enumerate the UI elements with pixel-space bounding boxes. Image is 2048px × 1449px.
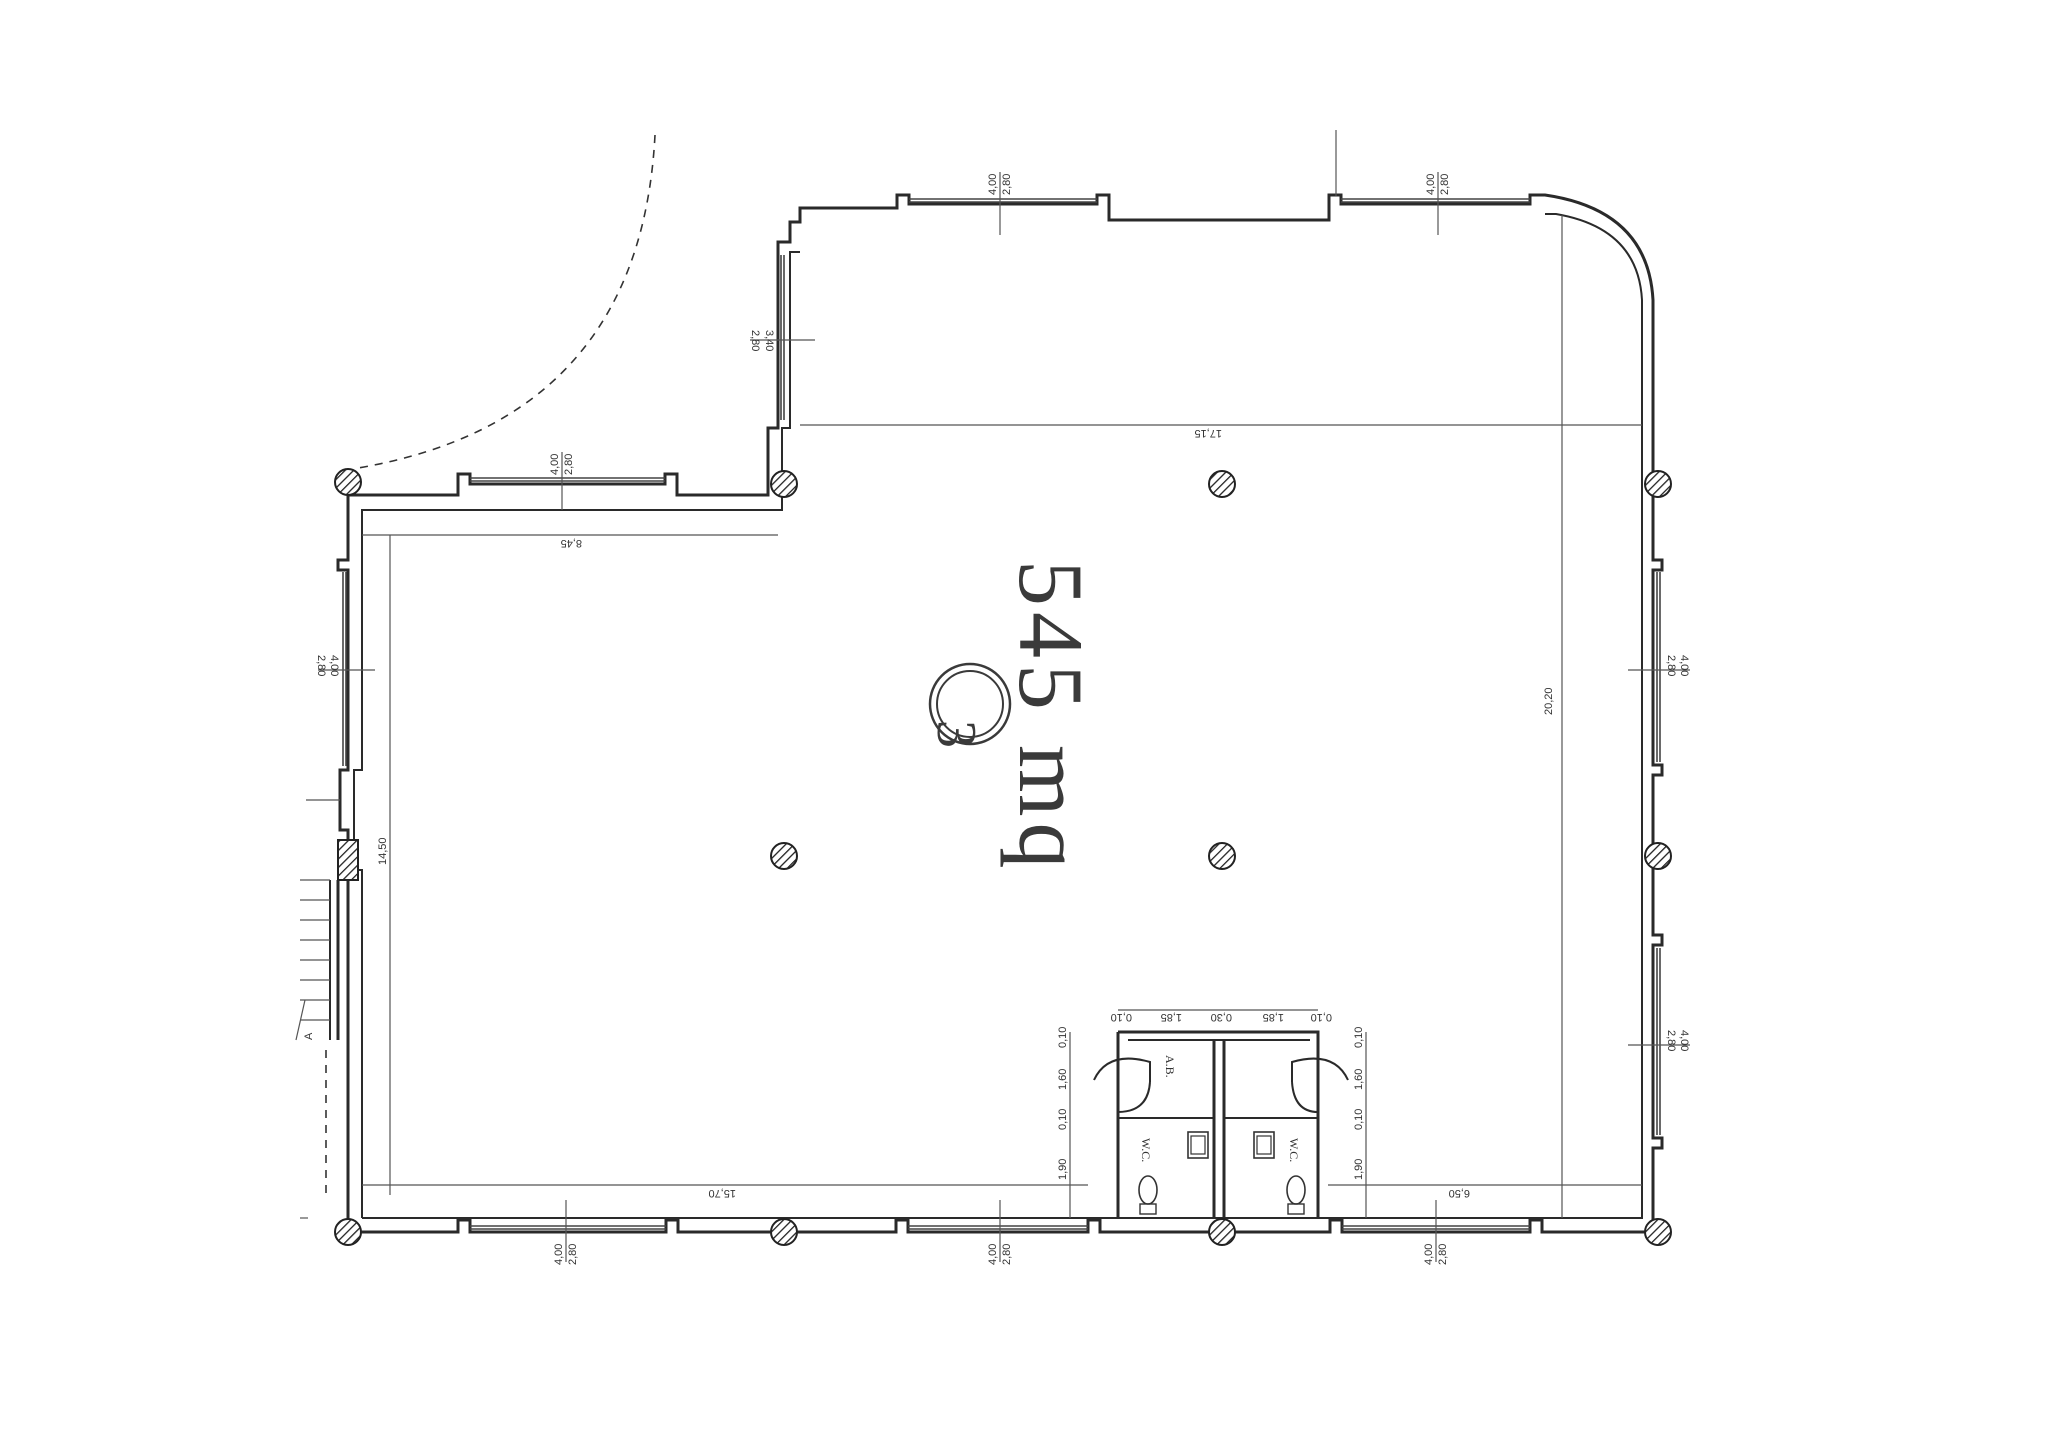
- wc-dim: 0,10: [1057, 1027, 1069, 1048]
- window-height-b: 2,80: [567, 1244, 579, 1265]
- dimension-lines: [300, 130, 1642, 1219]
- window-height-b: 2,80: [563, 454, 575, 475]
- wc-dim: 1,60: [1353, 1069, 1365, 1090]
- window-height-a: 4,00: [549, 454, 561, 475]
- room-number: 3: [925, 720, 987, 754]
- wc-dim: 1,90: [1353, 1159, 1365, 1180]
- dim-height-right: 20,20: [1543, 687, 1555, 715]
- window-height-b: 2,80: [1665, 655, 1677, 676]
- room-wc-right: W.C.: [1287, 1138, 1301, 1162]
- window-height-b: 2,80: [1437, 1244, 1449, 1265]
- window-height-b: 2,80: [1001, 1244, 1013, 1265]
- wc-dim: 1,85: [1161, 1011, 1182, 1023]
- window-tags: 4,00 2,80 4,00 2,80 4,00 2,80 3,40 2,80 …: [315, 172, 1690, 1265]
- room-wc-left: W.C.: [1139, 1138, 1153, 1162]
- wc-left-dims: 0,10 1,60 0,10 1,90: [1057, 1027, 1069, 1180]
- window-height-a: 4,00: [328, 655, 340, 676]
- section-mark: A: [303, 1032, 315, 1040]
- wc-dim: 0,10: [1353, 1109, 1365, 1130]
- window-height-b: 2,80: [1665, 1030, 1677, 1051]
- wc-block: [1069, 1009, 1367, 1218]
- window-height-a: 4,00: [1678, 655, 1690, 676]
- wc-dim: 1,60: [1057, 1069, 1069, 1090]
- dim-width-bottom: 15,70: [708, 1187, 736, 1199]
- window-height-a: 4,00: [987, 1244, 999, 1265]
- wc-dim: 0,30: [1211, 1011, 1232, 1023]
- wc-dim: 0,10: [1353, 1027, 1365, 1048]
- room-antibagno: A.B.: [1163, 1055, 1177, 1078]
- wc-dim: 0,10: [1111, 1011, 1132, 1023]
- window-height-a: 4,00: [553, 1244, 565, 1265]
- window-height-a: 4,00: [1425, 174, 1437, 195]
- window-height-a: 4,00: [987, 174, 999, 195]
- dim-height-left: 14,50: [377, 837, 389, 865]
- window-inset-a: 3,40: [763, 330, 775, 351]
- area-label: 545 mq: [1000, 560, 1102, 875]
- windows: [342, 198, 1661, 1230]
- dashed-arc: [357, 134, 656, 469]
- window-height-b: 2,80: [1439, 174, 1451, 195]
- window-height-a: 4,00: [1678, 1030, 1690, 1051]
- window-height-b: 2,80: [1001, 174, 1013, 195]
- entrance-stair: [295, 839, 359, 1200]
- dim-width-bottom-right: 6,50: [1449, 1187, 1470, 1199]
- window-height-a: 4,00: [1423, 1244, 1435, 1265]
- window-inset-b: 2,80: [749, 330, 761, 351]
- dim-width-left: 8,45: [561, 537, 582, 549]
- wc-top-dims: 0,10 1,85 0,30 1,85 0,10: [1111, 1011, 1332, 1023]
- wc-dim: 1,85: [1263, 1011, 1284, 1023]
- wc-dim: 1,90: [1057, 1159, 1069, 1180]
- window-height-b: 2,80: [315, 655, 327, 676]
- columns: [334, 468, 1672, 1246]
- exterior-wall: [336, 193, 1664, 1234]
- wc-dim: 0,10: [1057, 1109, 1069, 1130]
- dim-width-top: 17,15: [1194, 427, 1222, 439]
- wc-right-dims: 0,10 1,60 0,10 1,90: [1353, 1027, 1365, 1180]
- wc-dim: 0,10: [1311, 1011, 1332, 1023]
- area-label-group: 3 545 mq: [925, 560, 1102, 875]
